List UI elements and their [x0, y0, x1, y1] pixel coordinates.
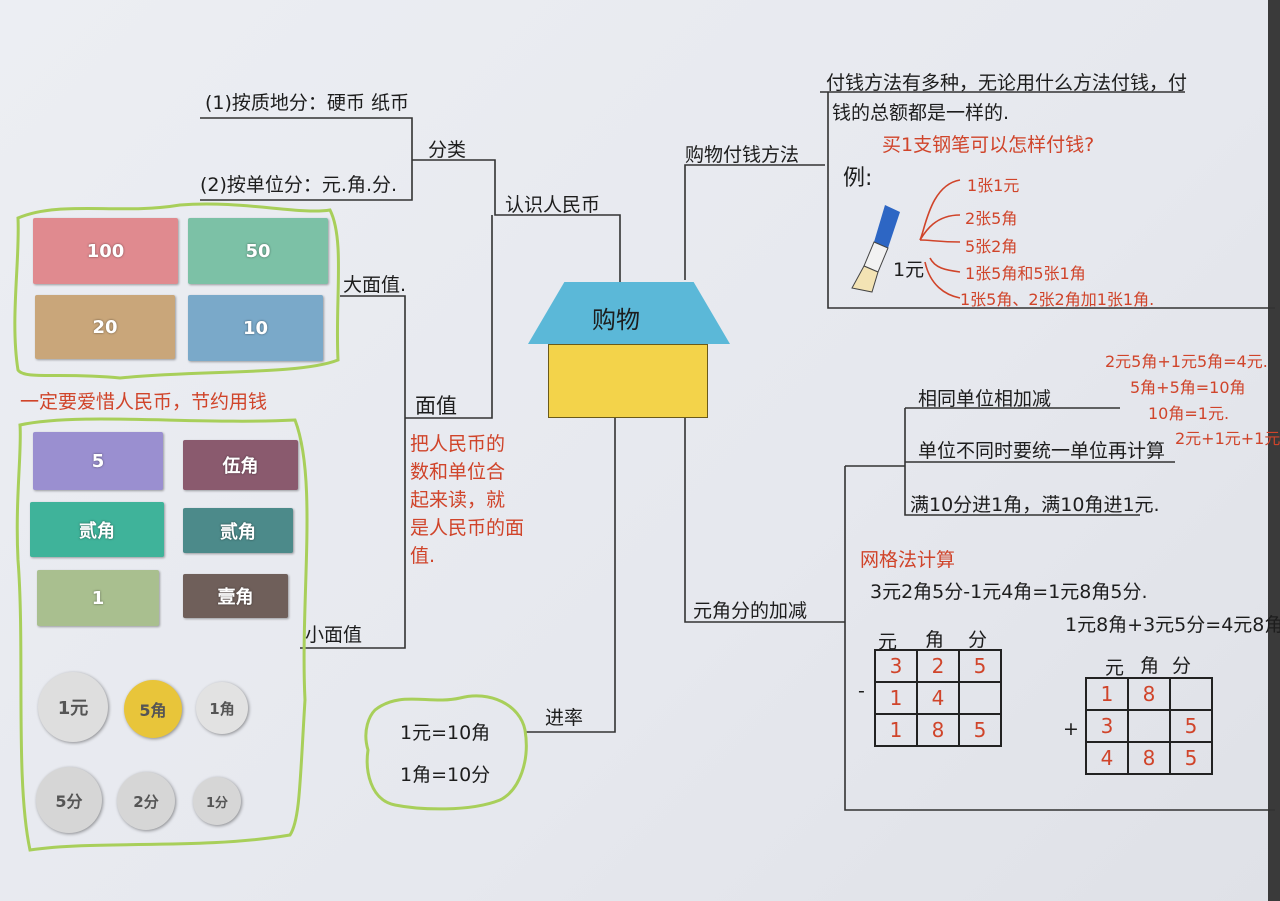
house-body [548, 344, 708, 418]
grid-cell [958, 681, 1002, 715]
center-title: 购物 [592, 306, 640, 334]
example-3: 10角=1元. [1148, 404, 1230, 423]
rate-fact-2: 1角=10分 [400, 764, 491, 786]
grid-cell: 8 [916, 713, 960, 747]
banknote-2-yuan: 贰角 [30, 502, 164, 557]
grid-cell: 8 [1127, 677, 1171, 711]
grid-cell: 8 [1127, 741, 1171, 775]
example-4: 2元+1元+1元=4元 [1175, 429, 1280, 448]
payment-option: 1张1元 [967, 176, 1020, 195]
example-label: 例: [843, 166, 873, 191]
grid-header: 元 [878, 631, 898, 653]
banknote-50: 50 [188, 218, 328, 284]
grid-header: 角 [1140, 655, 1160, 677]
face-value-note: 把人民币的 数和单位合 起来读，就 是人民币的面 值. [410, 430, 524, 570]
grid-cell: 5 [958, 649, 1002, 683]
note-line: 是人民币的面 [410, 517, 525, 539]
banknote-100: 100 [33, 218, 178, 284]
grid-cell: 5 [958, 713, 1002, 747]
large-face-value-label: 大面值. [343, 274, 407, 296]
note-line: 值. [410, 545, 436, 567]
banknote-5-jiao: 伍角 [183, 440, 298, 490]
pen-price: 1元 [893, 259, 925, 281]
banknote-20: 20 [35, 295, 175, 359]
reminder-text: 一定要爱惜人民币，节约用钱 [20, 391, 268, 413]
grid-cell: 4 [1085, 741, 1129, 775]
coin-1-jiao: 1角 [196, 682, 248, 734]
rate-label: 进率 [545, 707, 584, 729]
banknote-2-jiao: 贰角 [183, 508, 293, 553]
note-line: 把人民币的 [410, 433, 506, 455]
grid-method-title: 网格法计算 [860, 549, 956, 571]
grid-cell: 5 [1169, 709, 1213, 743]
small-face-value-label: 小面值 [305, 624, 363, 646]
grid-header: 角 [925, 629, 945, 651]
grid-cell: 4 [916, 681, 960, 715]
coin-1-yuan: 1元 [38, 672, 108, 742]
example-2: 5角+5角=10角 [1130, 378, 1246, 397]
banknote-1-yuan: 1 [37, 570, 159, 626]
payment-option: 1张5角、2张2角加1张1角. [960, 290, 1155, 309]
grid-cell: 5 [1169, 741, 1213, 775]
add-sub-label: 元角分的加减 [693, 600, 808, 622]
classification-item-2: (2)按单位分：元.角.分. [200, 174, 398, 196]
grid-cell: 3 [874, 649, 918, 683]
rate-fact-1: 1元=10角 [400, 722, 491, 744]
payment-option: 2张5角 [965, 209, 1018, 228]
coin-2-fen: 2分 [117, 772, 175, 830]
grid-cell: 2 [916, 649, 960, 683]
note-line: 起来读，就 [410, 489, 506, 511]
face-value-label: 面值 [415, 394, 457, 418]
rule-1: 相同单位相加减 [918, 388, 1052, 410]
pen-icon [851, 205, 900, 293]
payment-label: 购物付钱方法 [685, 144, 800, 166]
sub-equation: 3元2角5分-1元4角=1元8角5分. [870, 581, 1148, 603]
payment-question: 买1支钢笔可以怎样付钱? [882, 134, 1095, 156]
house-roof [528, 282, 730, 344]
plus-operator: + [1063, 718, 1079, 740]
classification-label: 分类 [428, 139, 467, 161]
note-line: 数和单位合 [410, 461, 506, 483]
banknote-5-yuan: 5 [33, 432, 163, 490]
banknote-10: 10 [188, 295, 323, 361]
grid-cell [1127, 709, 1171, 743]
coin-5-fen: 5分 [36, 767, 102, 833]
payment-summary-2: 钱的总额都是一样的. [832, 102, 1010, 124]
grid-cell [1169, 677, 1213, 711]
rule-2: 单位不同时要统一单位再计算 [918, 440, 1166, 462]
grid-header: 分 [968, 629, 988, 651]
minus-operator: - [858, 680, 865, 702]
example-1: 2元5角+1元5角=4元. [1105, 352, 1268, 371]
payment-option: 1张5角和5张1角 [965, 264, 1086, 283]
coin-5-jiao: 5角 [124, 680, 182, 738]
classification-item-1: (1)按质地分：硬币 纸币 [205, 92, 409, 114]
grid-cell: 1 [874, 713, 918, 747]
know-rmb-label: 认识人民币 [505, 194, 601, 216]
grid-header: 元 [1105, 657, 1125, 679]
payment-option: 5张2角 [965, 237, 1018, 256]
add-equation: 1元8角+3元5分=4元8角5分 [1065, 614, 1280, 636]
rule-3: 满10分进1角，满10角进1元. [910, 494, 1160, 516]
banknote-1-jiao: 壹角 [183, 574, 288, 618]
payment-summary-1: 付钱方法有多种，无论用什么方法付钱，付 [826, 72, 1188, 94]
grid-cell: 3 [1085, 709, 1129, 743]
coin-1-fen: 1分 [193, 777, 241, 825]
grid-header: 分 [1172, 655, 1192, 677]
grid-cell: 1 [874, 681, 918, 715]
grid-cell: 1 [1085, 677, 1129, 711]
